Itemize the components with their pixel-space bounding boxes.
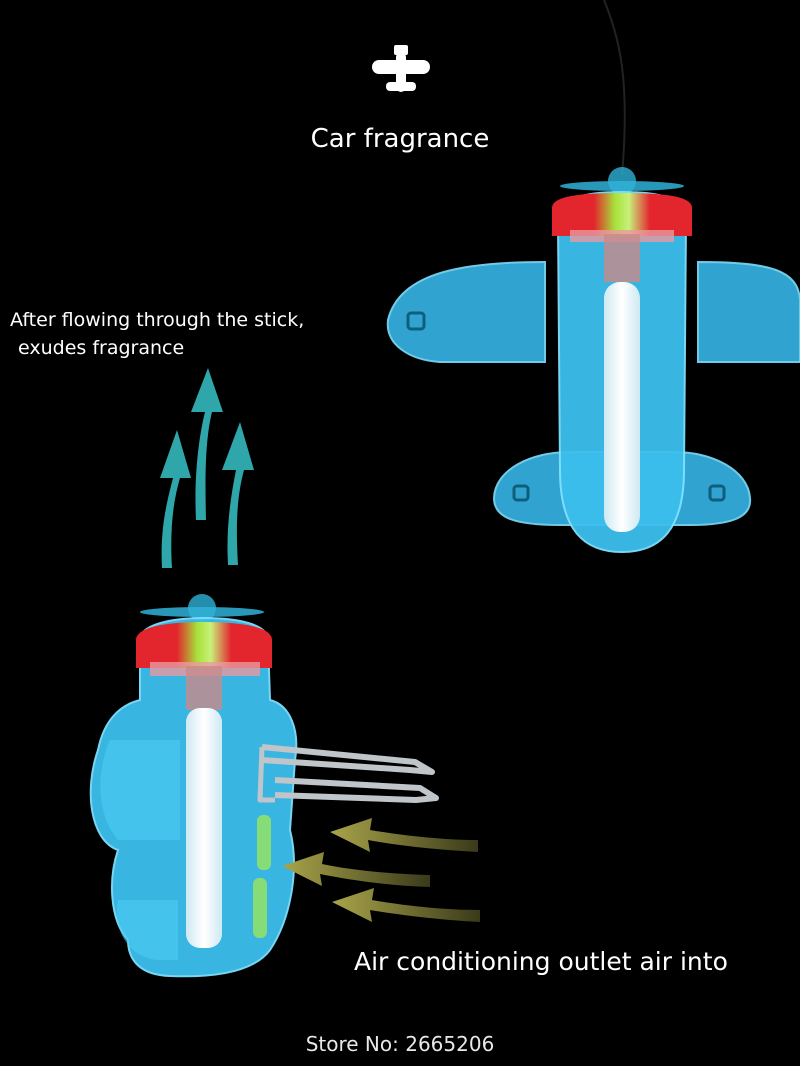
airflow-note-line2: exudes fragrance [18, 337, 185, 359]
arrow-up-icon [160, 368, 254, 568]
airflow-note-line1: After flowing through the stick, [10, 309, 305, 331]
airplane-side-view [89, 594, 298, 978]
airplane-top-view [386, 167, 800, 554]
airplane-logo-icon [372, 45, 430, 92]
arrow-left-icon [282, 818, 480, 922]
hanging-string [603, 0, 626, 176]
vent-clip [257, 744, 439, 803]
air-intake-label: Air conditioning outlet air into [354, 947, 728, 976]
store-number-footer: Store No: 2665206 [305, 1032, 495, 1056]
page-title: Car fragrance [310, 124, 490, 154]
